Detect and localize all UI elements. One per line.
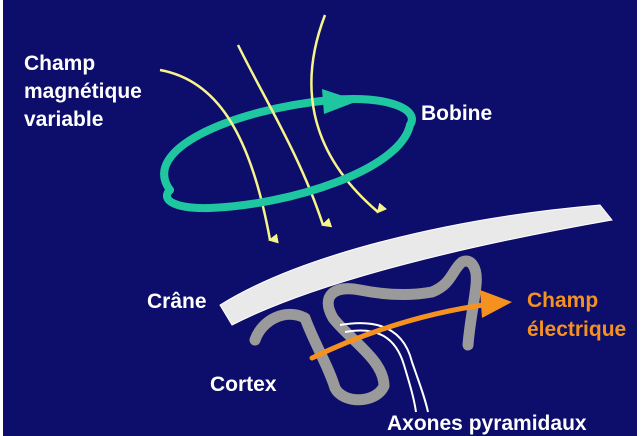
frame-left [0,0,3,436]
frame-right [637,0,642,436]
label-cortex: Cortex [210,373,277,396]
label-coil: Bobine [421,102,492,125]
label-magnetic-field-line-3: variable [24,108,103,131]
label-magnetic-field-line-2: magnétique [24,80,142,103]
label-axons: Axones pyramidaux [387,412,587,435]
label-skull: Crâne [147,290,207,313]
label-electric-field-line-1: Champ [527,289,598,312]
label-electric-field-line-2: électrique [527,318,626,341]
label-magnetic-field-line-1: Champ [24,52,95,75]
